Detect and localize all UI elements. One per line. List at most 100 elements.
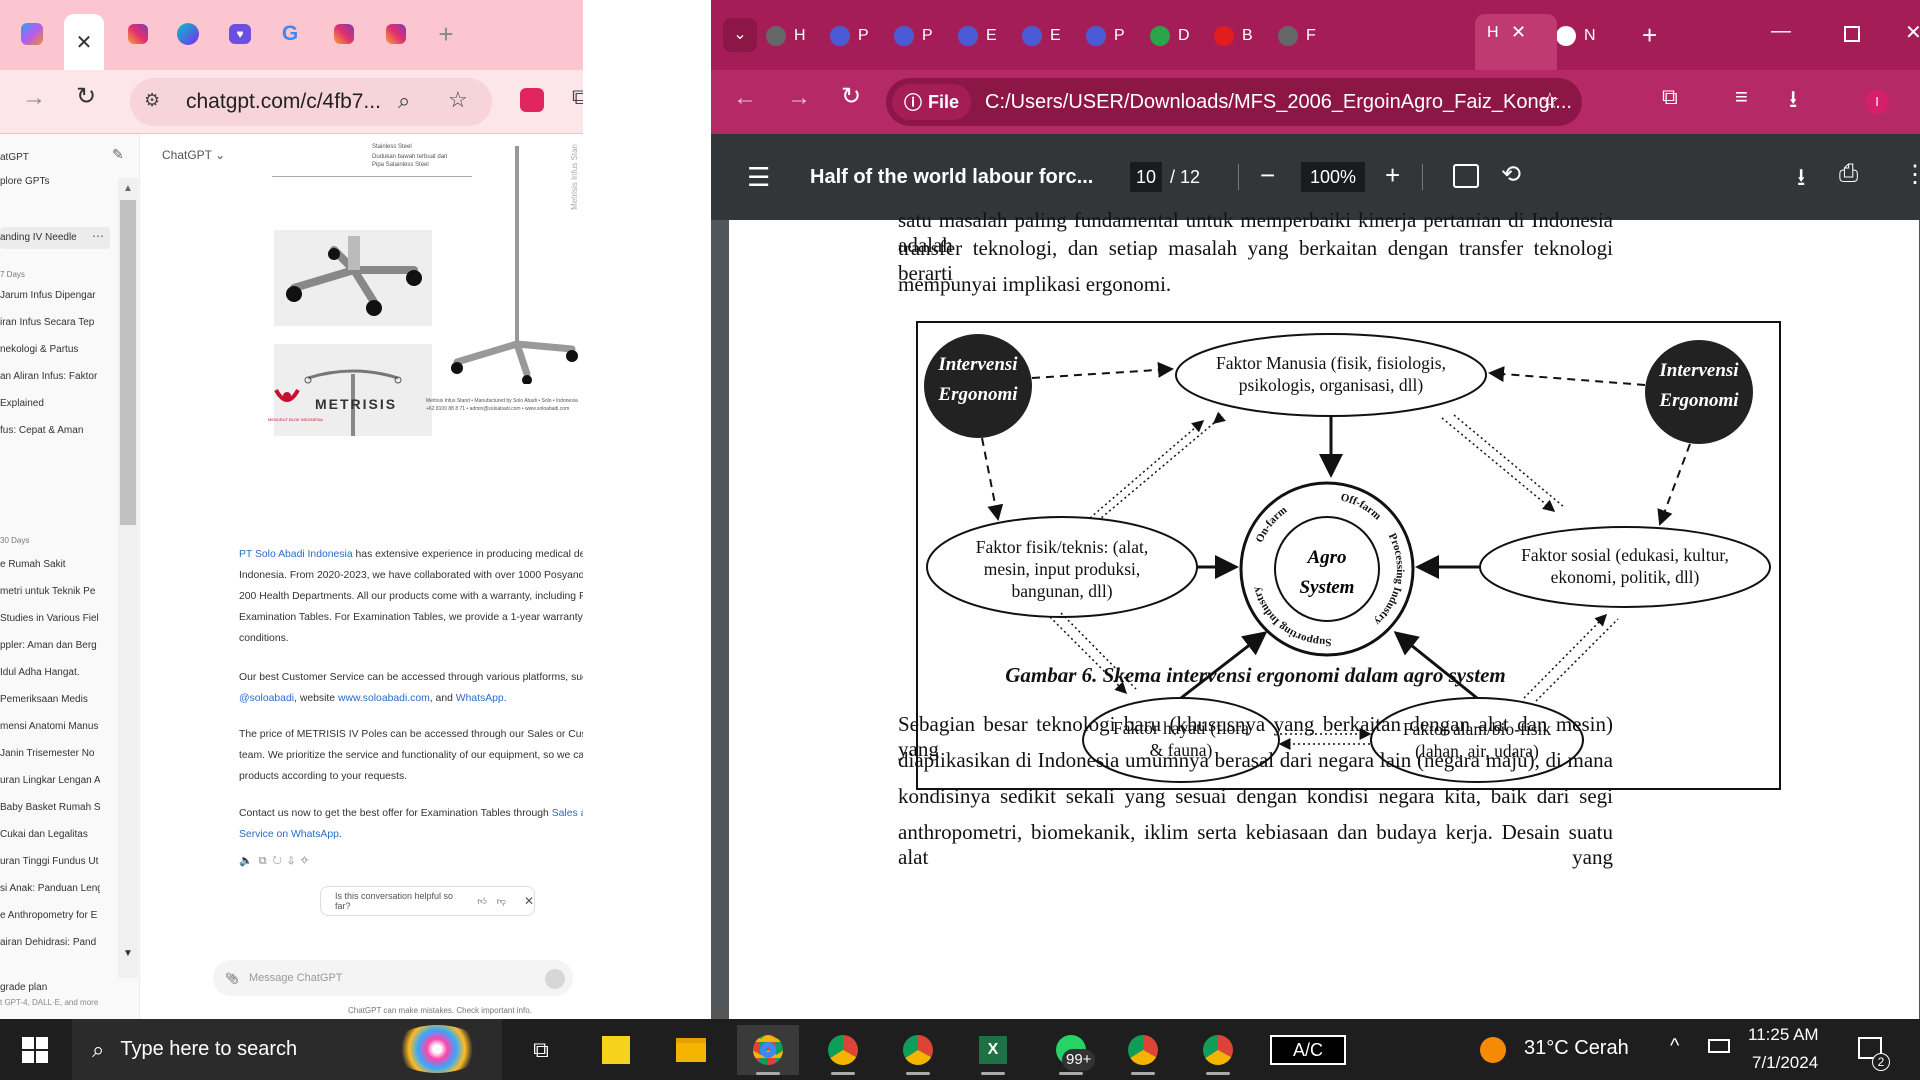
canva-icon[interactable] (170, 14, 206, 54)
browser-tab[interactable]: P (830, 18, 869, 54)
instagram-icon[interactable] (120, 14, 156, 54)
reload-icon[interactable]: ↻ (76, 83, 97, 110)
company-link[interactable]: PT Solo Abadi Indonesia (239, 549, 353, 560)
sidebar-chat-item[interactable]: uran Lingkar Lengan A (0, 775, 100, 786)
copilot-icon[interactable] (14, 14, 50, 54)
sidebar-chat-item[interactable]: Janin Trisemester No (0, 748, 95, 759)
zoom-in-icon[interactable]: + (1385, 160, 1401, 190)
chrome-icon[interactable] (812, 1025, 874, 1075)
whatsapp-link[interactable]: WhatsApp (455, 693, 504, 704)
sidebar-scroll-thumb[interactable] (120, 200, 136, 525)
sidebar-chat-item[interactable]: airan Dehidrasi: Pand (0, 937, 97, 948)
reload-icon[interactable]: ↻ (841, 83, 862, 110)
instagram-icon[interactable] (326, 14, 362, 54)
instagram-icon[interactable] (378, 14, 414, 54)
upgrade-plan-link[interactable]: grade plan (0, 982, 48, 993)
download-icon[interactable]: ⭳ (1789, 86, 1798, 113)
extensions-icon[interactable]: ⧉ (1662, 84, 1678, 109)
search-highlight-image[interactable] (392, 1025, 482, 1073)
zoom-search-icon[interactable]: ⌕ (398, 88, 411, 113)
browser-tab[interactable]: H (766, 18, 806, 54)
windows-start-icon[interactable] (22, 1037, 48, 1063)
rotate-icon[interactable]: ⟲ (1501, 161, 1522, 188)
battery-icon[interactable] (1708, 1039, 1730, 1053)
new-tab-icon[interactable]: + (438, 18, 454, 49)
new-chat-icon[interactable]: ✎ (112, 146, 124, 162)
message-input[interactable]: 📎︎ Message ChatGPT (213, 960, 573, 996)
print-icon[interactable]: ⎙ (1839, 160, 1859, 187)
sidebar-chat-item[interactable]: Jarum Infus Dipengar (0, 290, 96, 301)
tab-search-icon[interactable]: ⌄ (723, 18, 757, 52)
bookmark-star-icon[interactable]: ☆ (448, 87, 468, 112)
task-view-icon[interactable]: ⧉ (533, 1037, 549, 1062)
forward-icon[interactable]: → (787, 84, 811, 111)
sidebar-chat-item[interactable]: Idul Adha Hangat. (0, 667, 80, 678)
model-selector[interactable]: ChatGPT ⌄ (162, 148, 226, 162)
sales-link[interactable]: Sales and Customer Service on WhatsApp (239, 808, 583, 840)
sidebar-item[interactable]: plore GPTs (0, 176, 50, 187)
attach-icon[interactable]: 📎︎ (225, 972, 239, 985)
sidebar-chat-item[interactable]: fus: Cepat & Aman (0, 425, 84, 436)
sidebar-chat-item[interactable]: e Rumah Sakit (0, 559, 66, 570)
clock-time[interactable]: 11:25 AM (1748, 1025, 1819, 1044)
browser-tab[interactable]: P (1086, 18, 1125, 54)
sidebar-chat-item[interactable]: si Anak: Panduan Leng (0, 883, 100, 894)
sidebar-chat-item[interactable]: metri untuk Teknik Pe (0, 586, 96, 597)
puzzle-icon[interactable]: ⧉ (572, 84, 583, 109)
sidebar-chat-item[interactable]: nekologi & Partus (0, 344, 79, 355)
sidebar-item[interactable]: atGPT (0, 152, 29, 163)
browser-tab[interactable]: E (958, 18, 997, 54)
active-tab[interactable] (1475, 14, 1557, 70)
pdf-download-icon[interactable]: ⭳ (1797, 164, 1806, 191)
scroll-up-icon[interactable]: ▲ (123, 183, 133, 194)
browser-tab[interactable]: E (1022, 18, 1061, 54)
google-icon[interactable]: G (281, 22, 299, 45)
sidebar-chat-item[interactable]: iran Infus Secara Tep (0, 317, 95, 328)
send-icon[interactable] (545, 969, 565, 989)
reading-list-icon[interactable]: ≡ (1735, 84, 1748, 109)
heart-chat-icon[interactable]: ♥ (222, 14, 258, 54)
thumbs-down-icon[interactable]: ⇩ (287, 855, 301, 867)
sidebar-chat-item[interactable]: Cukai dan Legalitas (0, 829, 88, 840)
tab-close-icon[interactable]: ✕ (64, 14, 104, 70)
bookmark-star-icon[interactable]: ☆ (1540, 88, 1560, 113)
zoom-out-icon[interactable]: − (1260, 160, 1276, 190)
ac-indicator[interactable]: A/C (1270, 1035, 1346, 1065)
close-icon[interactable]: ✕ (523, 894, 534, 908)
site-settings-icon[interactable]: ⚙ (144, 90, 161, 110)
menu-icon[interactable]: ☰ (747, 162, 771, 192)
sticky-notes-icon[interactable] (585, 1025, 647, 1075)
weather-icon[interactable] (1480, 1037, 1506, 1063)
sidebar-chat-item[interactable]: e Anthropometry for E (0, 910, 98, 921)
address-bar[interactable]: ⚙ chatgpt.com/c/4fb7... ⌕ ☆ (130, 78, 492, 126)
tray-chevron-icon[interactable]: ^ (1670, 1035, 1680, 1057)
sidebar-chat-item[interactable]: Baby Basket Rumah S (0, 802, 100, 813)
scroll-down-icon[interactable]: ▼ (123, 948, 133, 959)
taskbar-search[interactable]: ⌕ Type here to search (72, 1019, 502, 1080)
active-chat-item[interactable]: anding IV Needle ⋯ (0, 227, 110, 249)
chrome-icon[interactable] (737, 1025, 799, 1075)
more-menu-icon[interactable]: ⋮ (1903, 161, 1920, 188)
sidebar-chat-item[interactable]: mensi Anatomi Manus (0, 721, 99, 732)
thumbs-up-icon[interactable]: 👍︎ (477, 895, 487, 906)
copy-icon[interactable]: ⧉ (258, 855, 273, 867)
more-options-icon[interactable]: ⋯ (92, 229, 104, 243)
sidebar-chat-item[interactable]: Studies in Various Fiel (0, 613, 99, 624)
new-tab-icon[interactable]: + (1642, 20, 1658, 50)
chrome-icon[interactable] (1112, 1025, 1174, 1075)
instagram-link[interactable]: Instagram @soloabadi (239, 693, 295, 704)
tab-close-icon[interactable]: ✕ (1511, 22, 1527, 42)
thumbs-down-icon[interactable]: 👎︎ (496, 895, 506, 906)
fit-page-icon[interactable] (1453, 164, 1479, 188)
sidebar-chat-item[interactable]: an Aliran Infus: Faktor (0, 371, 98, 382)
browser-tab[interactable]: D (1150, 18, 1190, 54)
whatsapp-icon[interactable]: 99+ (1040, 1025, 1102, 1075)
extension-icon[interactable] (520, 88, 544, 112)
page-number-input[interactable]: 10 (1130, 162, 1162, 192)
sidebar-chat-item[interactable]: uran Tinggi Fundus Ut (0, 856, 99, 867)
minimize-icon[interactable]: — (1771, 20, 1791, 42)
clock-date[interactable]: 7/1/2024 (1752, 1053, 1819, 1072)
browser-tab[interactable]: N (1556, 18, 1596, 54)
forward-icon[interactable]: → (22, 84, 46, 111)
